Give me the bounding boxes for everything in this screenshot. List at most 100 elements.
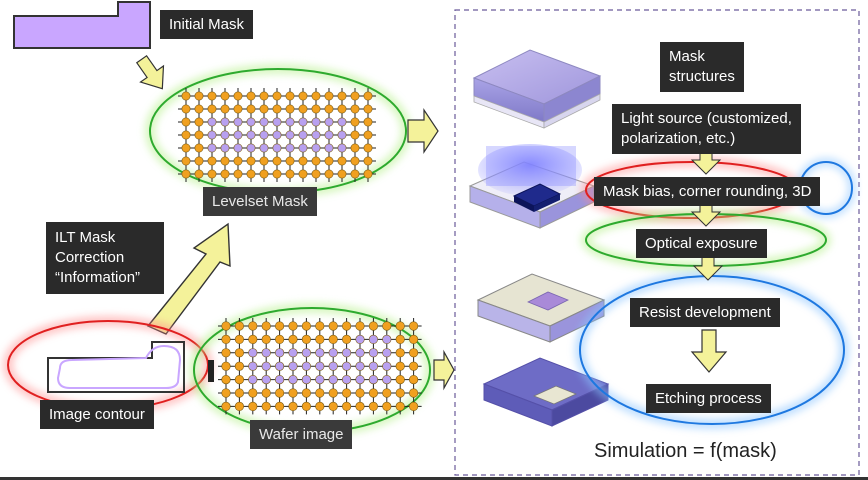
grid-node [395,348,405,358]
arrow-down-icon [690,329,728,373]
ilt-line-1: ILT Mask [55,229,116,246]
grid-node [324,91,334,101]
grid-node [181,156,191,166]
grid-node [181,169,191,179]
grid-node [355,334,365,344]
grid-node [288,321,298,331]
grid-node [368,401,378,411]
grid-node [181,91,191,101]
grid-node [301,375,311,385]
grid-node [246,104,256,114]
grid-node [261,388,271,398]
grid-node [221,388,231,398]
arrow-right-icon [433,349,455,391]
grid-node [337,169,347,179]
grid-node [298,143,308,153]
grid-node [409,321,419,331]
etched-plate [482,357,610,427]
grid-node [298,104,308,114]
grid-node [248,348,258,358]
grid-node [246,169,256,179]
wafer-image-grid [218,318,422,415]
grid-node [324,143,334,153]
grid-node [207,169,217,179]
grid-node [363,143,373,153]
grid-node [233,130,243,140]
grid-node [220,169,230,179]
grid-node [220,156,230,166]
resist-development-label: Resist development [630,298,780,327]
grid-node [363,117,373,127]
grid-node [328,334,338,344]
grid-node [350,91,360,101]
grid-node [181,130,191,140]
grid-node [328,321,338,331]
grid-node [194,156,204,166]
grid-node [382,348,392,358]
grid-node [261,361,271,371]
wafer-image-label: Wafer image [250,420,353,449]
grid-node [311,130,321,140]
grid-node [181,143,191,153]
grid-node [220,130,230,140]
grid-node [233,169,243,179]
grid-node [194,91,204,101]
grid-node [220,143,230,153]
grid-node [328,361,338,371]
grid-node [248,401,258,411]
grid-node [298,117,308,127]
grid-node [368,348,378,358]
grid-node [395,334,405,344]
image-contour-label: Image contour [40,400,154,429]
grid-node [337,130,347,140]
grid-node [395,375,405,385]
grid-node [248,388,258,398]
grid-node [301,334,311,344]
grid-node [350,104,360,114]
grid-node [355,401,365,411]
grid-node [221,401,231,411]
grid-node [248,334,258,344]
grid-node [350,156,360,166]
grid-node [275,334,285,344]
grid-node [315,388,325,398]
connector-bar [208,360,214,382]
grid-node [261,348,271,358]
initial-mask-label: Initial Mask [160,10,254,39]
grid-node [194,104,204,114]
grid-node [207,156,217,166]
grid-node [363,156,373,166]
grid-node [382,334,392,344]
grid-node [311,104,321,114]
grid-node [342,348,352,358]
grid-node [234,334,244,344]
grid-node [395,321,405,331]
grid-node [324,156,334,166]
grid-node [221,361,231,371]
grid-node [285,91,295,101]
grid-node [301,388,311,398]
grid-node [368,388,378,398]
grid-node [233,104,243,114]
grid-node [328,388,338,398]
grid-node [409,334,419,344]
grid-node [221,348,231,358]
grid-node [301,321,311,331]
grid-node [298,91,308,101]
grid-node [261,321,271,331]
grid-node [259,130,269,140]
arrow-right-icon [407,108,439,154]
grid-node [298,130,308,140]
grid-node [315,361,325,371]
grid-node [328,375,338,385]
grid-node [275,321,285,331]
light-source-line-1: Light source (customized, [621,110,792,127]
grid-node [350,169,360,179]
grid-node [259,169,269,179]
grid-node [355,321,365,331]
grid-node [363,130,373,140]
image-contour-curve [56,344,182,389]
bottom-divider [0,477,868,480]
grid-node [355,388,365,398]
grid-node [301,401,311,411]
